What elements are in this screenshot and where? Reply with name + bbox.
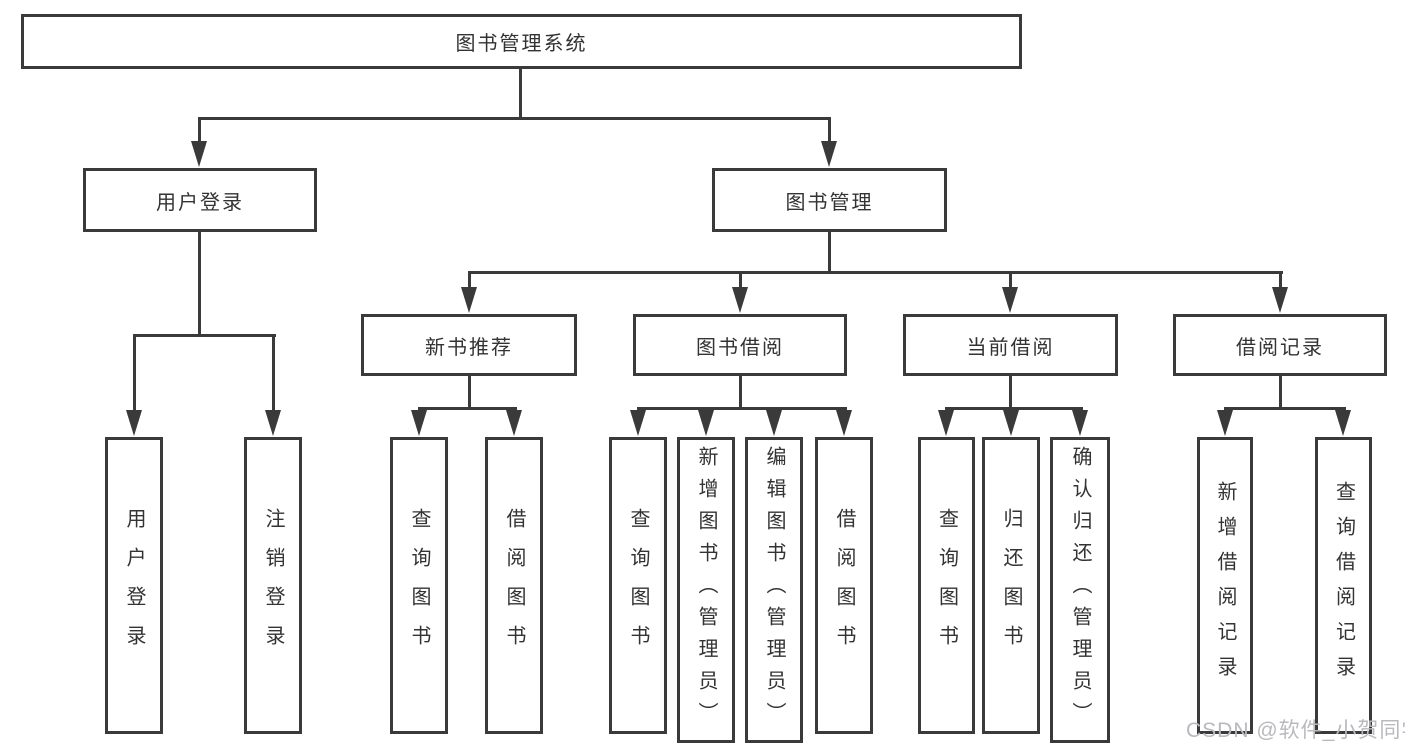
node-label: 新增图书（管理员）	[695, 446, 717, 734]
connector-line	[828, 232, 831, 273]
connector-line	[133, 334, 136, 412]
node-book-borrow: 图书借阅	[633, 314, 847, 376]
node-new-book-recommend: 新书推荐	[361, 314, 577, 376]
connector-line	[1224, 407, 1346, 410]
connector-line	[828, 117, 831, 145]
arrow-down-icon	[938, 410, 954, 436]
connector-line	[1009, 376, 1012, 409]
arrow-down-icon	[126, 410, 142, 436]
connector-line	[739, 376, 742, 409]
connector-line	[468, 271, 471, 289]
node-borrow-books-1: 借阅图书	[485, 437, 543, 734]
csdn-watermark: CSDN @软件_小贺同学	[1186, 719, 1405, 742]
node-query-books-2: 查询图书	[609, 437, 667, 734]
arrow-down-icon	[821, 141, 837, 167]
node-label: 查询图书	[627, 507, 649, 664]
node-label: 确认归还（管理员）	[1069, 446, 1091, 734]
arrow-down-icon	[411, 410, 427, 436]
connector-line	[1009, 271, 1012, 289]
arrow-down-icon	[265, 410, 281, 436]
node-label: 查询图书	[408, 507, 430, 664]
node-label: 用户登录	[123, 507, 145, 664]
arrow-down-icon	[836, 410, 852, 436]
connector-line	[133, 334, 276, 337]
node-current-borrow: 当前借阅	[903, 314, 1118, 376]
node-label: 图书借阅	[696, 336, 784, 359]
node-label: 图书管理	[785, 191, 874, 214]
arrow-down-icon	[1072, 410, 1088, 436]
arrow-down-icon	[461, 287, 477, 313]
connector-line	[945, 407, 1083, 410]
node-return-books: 归还图书	[982, 437, 1040, 734]
connector-line	[1279, 376, 1282, 409]
node-library-management-system: 图书管理系统	[21, 14, 1022, 69]
node-label: 新增借阅记录	[1214, 480, 1236, 691]
arrow-down-icon	[1217, 410, 1233, 436]
connector-line	[468, 271, 1283, 274]
arrow-down-icon	[766, 410, 782, 436]
node-label: 归还图书	[1000, 507, 1022, 664]
node-borrow-records: 借阅记录	[1173, 314, 1387, 376]
arrow-down-icon	[698, 410, 714, 436]
node-label: 借阅图书	[503, 507, 525, 664]
node-book-management: 图书管理	[712, 168, 947, 232]
arrow-down-icon	[732, 287, 748, 313]
node-label: 查询图书	[935, 507, 958, 664]
node-label: 用户登录	[156, 191, 244, 214]
connector-line	[198, 117, 201, 145]
node-user-login: 用户登录	[83, 168, 317, 232]
connector-line	[519, 68, 522, 118]
connector-line	[418, 407, 517, 410]
arrow-down-icon	[1272, 287, 1288, 313]
arrow-down-icon	[1335, 410, 1351, 436]
node-add-books-admin: 新增图书（管理员）	[677, 437, 735, 743]
connector-line	[468, 376, 471, 409]
connector-line	[272, 334, 275, 412]
connector-line	[637, 407, 847, 410]
node-label: 图书管理系统	[455, 33, 588, 55]
connector-line	[198, 117, 831, 120]
connector-line	[1279, 271, 1282, 289]
node-edit-books-admin: 编辑图书（管理员）	[745, 437, 803, 743]
arrow-down-icon	[630, 410, 646, 436]
node-label: 注销登录	[262, 507, 284, 664]
node-label: 借阅记录	[1236, 336, 1324, 359]
node-user-login-leaf: 用户登录	[105, 437, 163, 734]
arrow-down-icon	[191, 141, 207, 167]
connector-line	[739, 271, 742, 289]
node-label: 查询借阅记录	[1332, 480, 1355, 691]
node-label: 新书推荐	[425, 336, 513, 359]
connector-line	[198, 232, 201, 336]
node-label: 编辑图书（管理员）	[763, 446, 785, 734]
node-confirm-return-admin: 确认归还（管理员）	[1050, 437, 1110, 743]
node-add-borrow-record: 新增借阅记录	[1197, 437, 1253, 734]
node-label: 借阅图书	[833, 507, 855, 664]
node-logout: 注销登录	[244, 437, 302, 734]
node-query-books-3: 查询图书	[918, 437, 975, 734]
arrow-down-icon	[1002, 287, 1018, 313]
node-query-books-1: 查询图书	[390, 437, 448, 734]
node-query-borrow-record: 查询借阅记录	[1315, 437, 1372, 734]
node-borrow-books-2: 借阅图书	[815, 437, 873, 734]
arrow-down-icon	[506, 410, 522, 436]
node-label: 当前借阅	[966, 336, 1055, 359]
arrow-down-icon	[1003, 410, 1019, 436]
